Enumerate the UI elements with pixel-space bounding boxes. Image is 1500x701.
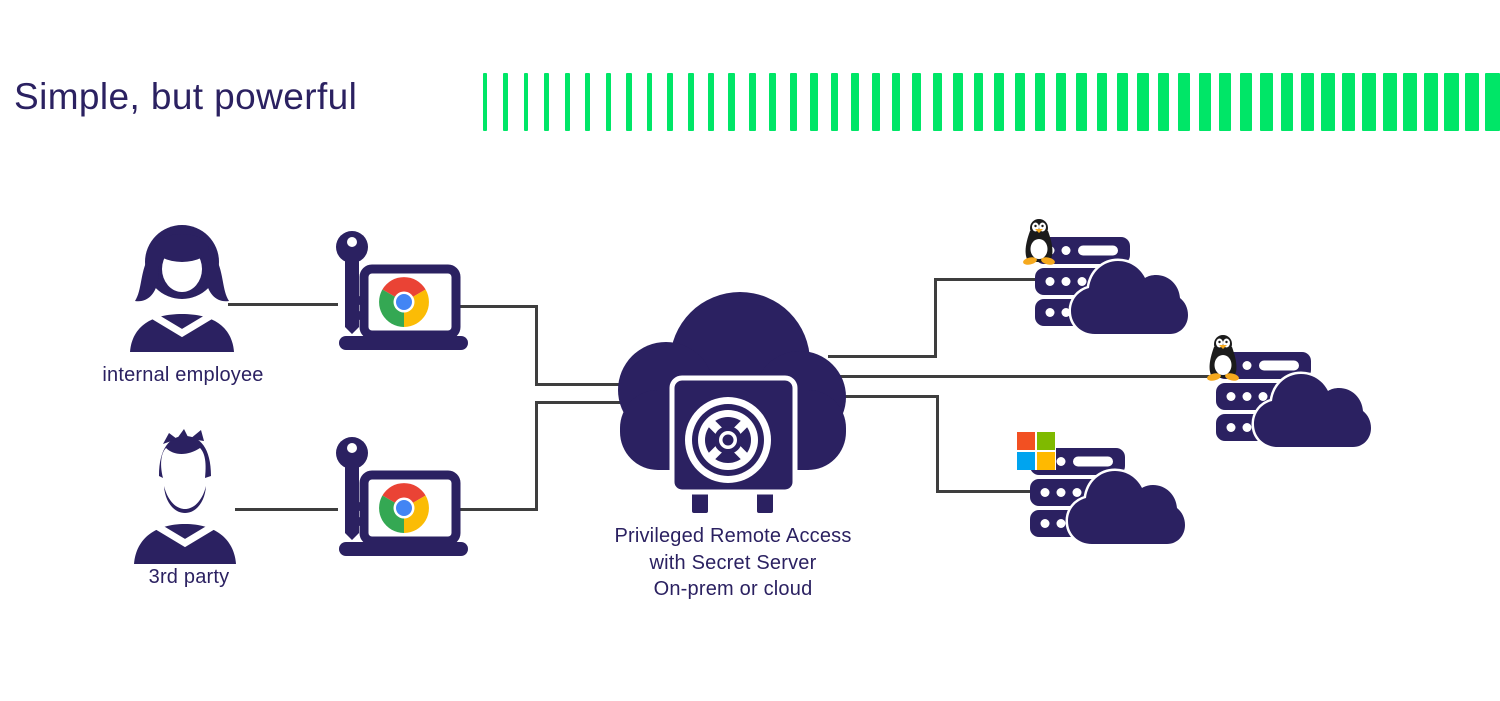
connector-line — [535, 401, 640, 404]
linux-tux-icon — [1207, 335, 1239, 381]
green-bar — [1157, 73, 1170, 131]
secure-browser-session-top — [336, 231, 468, 350]
green-bar — [585, 73, 591, 131]
connector-line — [535, 401, 538, 510]
secret-server-cloud-vault — [618, 292, 846, 513]
connector-line — [936, 395, 939, 492]
secret-server-label-line1: Privileged Remote Access — [614, 525, 852, 547]
connector-line — [235, 508, 338, 511]
green-bar — [830, 73, 839, 131]
green-bar — [912, 73, 922, 131]
connector-line — [828, 395, 938, 398]
green-bar — [687, 73, 694, 131]
vault-icon — [669, 375, 798, 513]
green-bar — [1260, 73, 1273, 131]
green-bar — [1035, 73, 1046, 131]
green-bar — [1403, 73, 1418, 131]
green-bar — [994, 73, 1004, 131]
green-bar — [523, 73, 529, 131]
connector-line — [934, 278, 1046, 281]
connector-line — [455, 305, 538, 308]
green-bar — [892, 73, 901, 131]
green-bar — [748, 73, 756, 131]
green-bar — [1219, 73, 1232, 131]
green-bar — [1280, 73, 1294, 131]
cloud-icon — [1065, 468, 1188, 547]
green-bar — [1423, 73, 1438, 131]
connector-line — [535, 383, 640, 386]
green-bar — [1301, 73, 1314, 131]
green-bar — [544, 73, 550, 131]
green-bar — [1014, 73, 1025, 131]
chrome-browser-icon — [379, 277, 429, 327]
green-bar — [851, 73, 860, 131]
cloud-icon — [1251, 371, 1374, 450]
connector-line — [835, 375, 1213, 378]
secure-browser-session-bottom — [336, 437, 468, 556]
linux-server-group-top — [1023, 219, 1191, 337]
green-bar — [1362, 73, 1376, 131]
green-bar — [932, 73, 942, 131]
green-bar — [483, 73, 487, 131]
green-bar — [789, 73, 798, 131]
female-user-icon — [130, 225, 234, 352]
green-bar — [1137, 73, 1149, 131]
green-bar — [1321, 73, 1335, 131]
green-bar — [1116, 73, 1128, 131]
green-bar — [1485, 73, 1500, 131]
green-bar — [503, 73, 508, 131]
windows-logo-icon — [1015, 430, 1056, 470]
green-bar — [667, 73, 674, 131]
green-bar — [1096, 73, 1108, 131]
secret-server-label: Privileged Remote Access with Secret Ser… — [583, 523, 883, 603]
secret-server-label-line3: On-prem or cloud — [653, 578, 813, 600]
green-bar — [1341, 73, 1356, 131]
green-bar — [1239, 73, 1252, 131]
secret-server-label-line2: with Secret Server — [649, 551, 817, 574]
green-bar — [1444, 73, 1459, 131]
green-bar — [810, 73, 818, 131]
green-bar — [871, 73, 880, 131]
green-bar — [1076, 73, 1087, 131]
chrome-browser-icon — [379, 483, 429, 533]
green-bar — [707, 73, 715, 131]
connector-line — [228, 303, 338, 306]
green-bar — [1382, 73, 1397, 131]
male-user-icon — [134, 429, 236, 564]
connector-line — [936, 490, 1036, 493]
green-bar — [728, 73, 736, 131]
linux-tux-icon — [1023, 219, 1055, 265]
green-bar — [953, 73, 963, 131]
green-bar — [646, 73, 653, 131]
third-party-label: 3rd party — [148, 566, 230, 588]
windows-server-group — [1015, 430, 1188, 547]
connector-line — [455, 508, 538, 511]
key-icon — [336, 437, 368, 540]
connector-line — [828, 355, 936, 358]
connector-line — [535, 305, 538, 386]
green-bar — [1055, 73, 1066, 131]
green-bar — [564, 73, 570, 131]
green-bar — [1178, 73, 1190, 131]
green-bar — [1198, 73, 1211, 131]
page-title: Simple, but powerful — [14, 76, 358, 117]
green-bar — [973, 73, 984, 131]
green-bar — [626, 73, 632, 131]
cloud-icon — [1068, 258, 1191, 337]
linux-server-group-right — [1207, 335, 1374, 450]
connector-line — [934, 278, 937, 358]
green-bar — [605, 73, 612, 131]
internal-employee-label: internal employee — [102, 364, 264, 386]
key-icon — [336, 231, 368, 334]
green-bars-decoration — [483, 73, 1500, 131]
green-bar — [1464, 73, 1480, 131]
green-bar — [769, 73, 777, 131]
